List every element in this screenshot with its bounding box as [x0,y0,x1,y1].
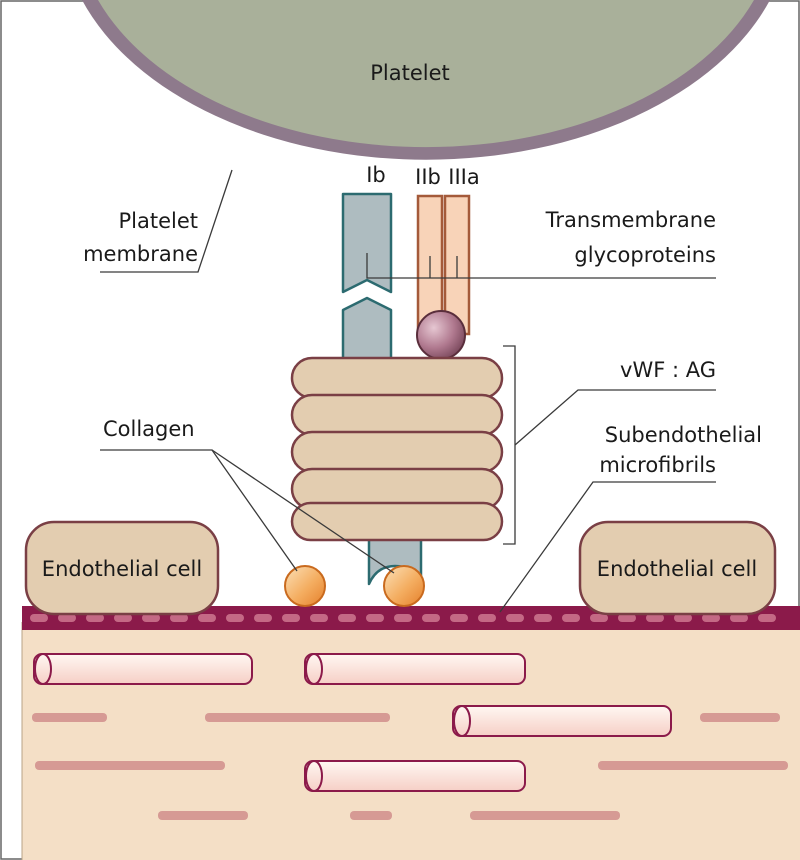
collagen-fibers [33,653,672,792]
platelet: Platelet [82,0,770,160]
glycoprotein-ib: Ib [341,163,423,586]
collagen-particle [284,565,326,607]
subendothelial-label-line2: microfibrils [599,453,716,477]
fiber-cylinder [33,653,253,685]
collagen-particle [383,565,425,607]
collagen-leader-right [211,449,395,574]
vwf-coil [290,393,504,437]
endothelial-cell-left: Endothelial cell [24,520,220,616]
fiber-cylinder [304,760,526,792]
fiber-cylinder [452,705,672,737]
platelet-membrane-label-line1: Platelet [118,209,198,233]
vwf-coil [290,430,504,474]
ib-label: Ib [366,163,386,187]
collagen-label: Collagen [103,417,195,441]
transmembrane-leader [366,253,716,279]
vwf-coils [290,356,504,542]
vwf-coil [290,501,504,542]
iiia-label: IIIa [448,165,479,189]
subendothelial-label-line1: Subendothelial [605,423,762,447]
platelet-membrane-leader [100,169,233,273]
transmembrane-label-line2: glycoproteins [574,243,716,267]
fiber-cylinder [304,653,526,685]
fiber-dashes [32,713,788,820]
endothelial-cell-right-label: Endothelial cell [597,557,757,581]
endothelial-cell-right: Endothelial cell [578,520,777,616]
glycoprotein-iib-iiia: IIb IIIa [415,165,480,360]
vwf-leader [514,389,716,446]
endothelial-cell-left-label: Endothelial cell [42,557,202,581]
transmembrane-label-line1: Transmembrane [545,208,716,232]
platelet-membrane-label-line2: membrane [83,242,198,266]
leader-lines [100,169,716,613]
vwf-coil [290,356,504,400]
vwf-label: vWF : AG [620,358,716,382]
platelet-label: Platelet [370,61,450,85]
collagen-particles [284,565,425,607]
subendothelial-leader [499,481,716,613]
iib-label: IIb [415,165,441,189]
